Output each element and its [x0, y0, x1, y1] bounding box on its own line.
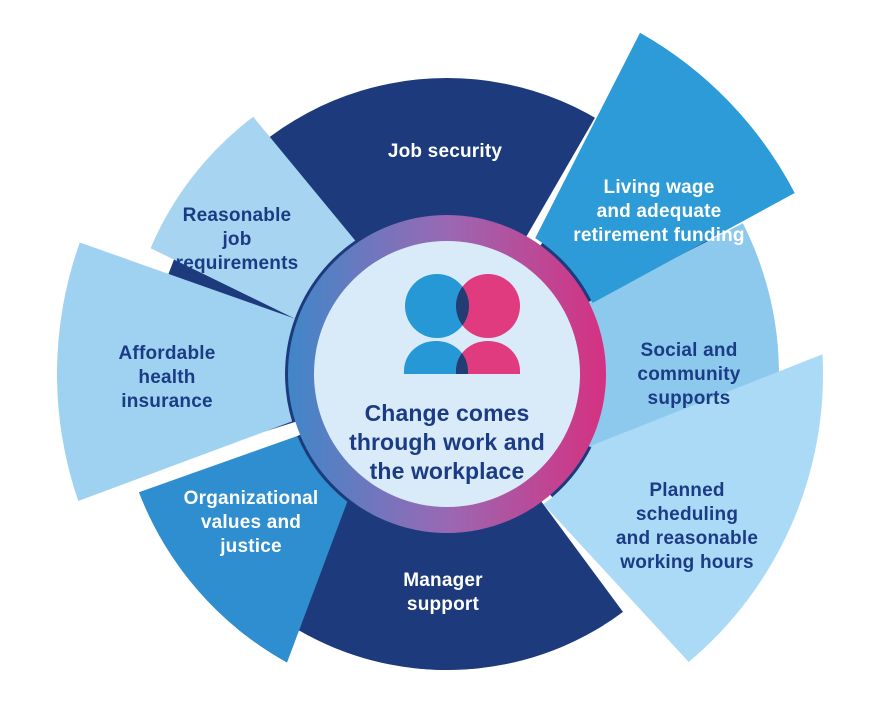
- wedge-reasonable-requirements: [150, 116, 356, 319]
- person-pink-icon: [456, 274, 520, 374]
- person-blue-icon: [404, 274, 469, 374]
- label-affordable-insurance: Affordable health insurance: [118, 342, 216, 413]
- label-manager-support: Manager support: [403, 569, 483, 615]
- wedge-living-wage: [535, 32, 795, 304]
- label-organizational-values: Organizational values and justice: [183, 487, 319, 558]
- label-social-supports: Social and community supports: [637, 339, 741, 410]
- people-icon: [404, 274, 520, 374]
- label-planned-scheduling: Planned scheduling and reasonable workin…: [615, 479, 759, 574]
- center-title: Change comes through work and the workpl…: [349, 399, 545, 484]
- label-job-security: Job security: [387, 140, 503, 162]
- label-reasonable-requirements: Reasonable job requirements: [175, 204, 299, 275]
- wedge-affordable-insurance: [57, 242, 295, 501]
- wedge-organizational-values: [138, 436, 348, 663]
- wedge-planned-scheduling: [543, 354, 824, 662]
- label-living-wage: Living wage and adequate retirement fund…: [573, 176, 745, 247]
